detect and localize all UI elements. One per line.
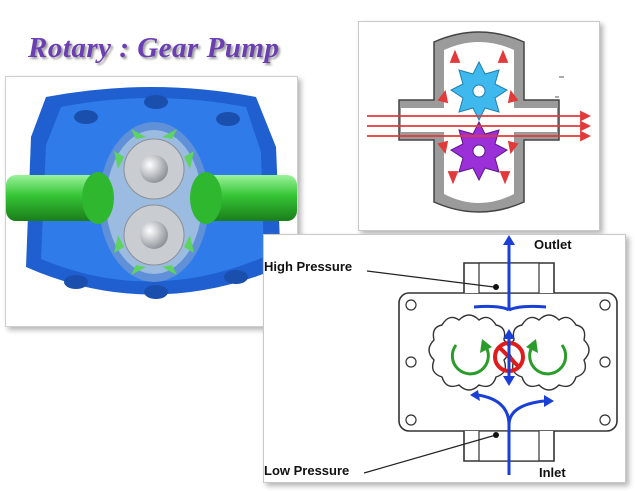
gear-pump-3d-drawing (6, 87, 297, 299)
inlet-label: Inlet (539, 465, 566, 480)
high-pressure-label: High Pressure (264, 259, 353, 274)
page-title: Rotary : Gear Pump (28, 32, 280, 64)
low-pressure-label: Low Pressure (264, 463, 350, 478)
cyan-gear-icon (450, 60, 508, 122)
gear-pump-pressure-diagram: Outlet Inlet High Pressure Low Pressure (263, 234, 626, 483)
pressure-diagram-drawing (363, 235, 618, 475)
gear-pump-3d-illustration (5, 76, 298, 327)
gear-pump-flow-diagram (358, 21, 600, 231)
outlet-label: Outlet (534, 237, 572, 252)
purple-gear-icon (450, 120, 508, 182)
flow-diagram-drawing (367, 31, 592, 213)
